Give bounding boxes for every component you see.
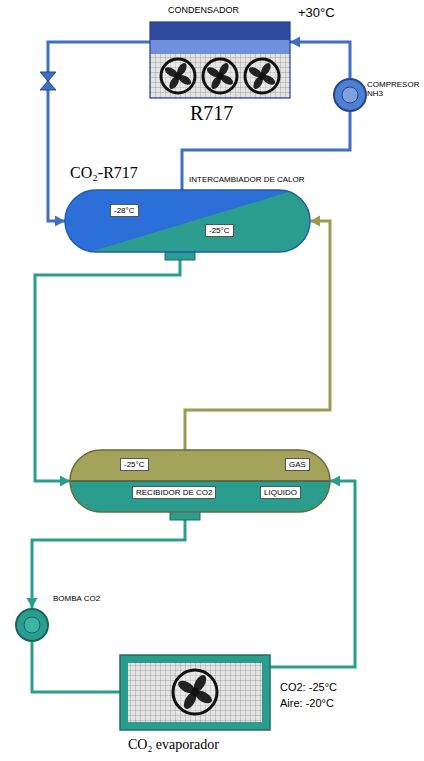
node-label: CONDENSADOR [168,5,239,15]
node-label: Aire: -20°C [280,697,334,710]
evaporator-box-shape-part [128,663,262,722]
heat-exchanger-shape-part [65,190,310,252]
arrow-head [290,37,300,48]
compressor-circle-shape [333,78,367,112]
evaporator-box-shape-part [191,688,200,697]
heat-exchanger-shape-part [65,190,310,252]
condenser-box-shape-part [175,73,182,80]
arrow-head [310,216,320,227]
temperature-tag: -25°C [120,458,149,471]
co2-receiver-shape-part [70,450,330,512]
condenser-box-shape-part [150,22,290,98]
heat-exchanger-shape [65,190,310,252]
heat-exchanger-shape-part-part [65,190,310,252]
condenser-box-shape-part [150,54,290,98]
pump-circle-shape [15,608,49,642]
condenser-box-shape-part [203,59,237,93]
temperature-label: +30°C [298,6,335,21]
condenser-box-shape-part [259,73,266,80]
compressor-circle-shape-part [334,79,366,111]
arrow-head [60,476,70,487]
co2-receiver-shape-part [70,450,330,512]
pipe-connector [32,512,185,608]
node-label: CO₂-R717 [70,164,138,182]
compressor-circle: COMPRESOR NH3 [333,78,367,112]
heat-exchanger: CO₂-R717INTERCAMBIADOR DE CALOR-28°C-25°… [65,190,310,252]
temperature-tag: -25°C [205,224,234,237]
arrow-head [27,598,38,608]
heat-exchanger-shape-part-part [65,190,295,252]
node-label: R717 [190,102,233,125]
node-label: CO2: -25°C [280,681,337,694]
pump-circle: BOMBA CO2 [15,608,49,642]
evaporator-box-shape [120,655,270,730]
evaporator-box-shape-part [173,670,217,714]
evaporator-box-shape-part [120,655,270,730]
compressor-circle-shape-part [342,87,358,103]
expansion-valve [40,72,56,81]
evaporator-box: CO2: -25°CAire: -20°CCO₂ evaporador [120,655,270,730]
condenser-box-shape-part [161,59,195,93]
arrow-head [55,216,65,227]
arrow-head [330,476,340,487]
co2-receiver-shape-part-part [70,450,330,481]
co2-receiver: -25°C GAS RECIBIDOR DE CO2 LIQUIDO [70,450,330,512]
temperature-tag: LIQUIDO [260,486,301,499]
pipe-connector [32,642,120,692]
condenser-box-shape-part [245,59,279,93]
node-label: CO₂ evaporador [128,737,219,753]
pump-circle-shape-part [24,617,40,633]
temperature-tag: RECIBIDOR DE CO2 [132,486,216,499]
pump-circle-shape-part [16,609,48,641]
expansion-valve [40,81,56,90]
co2-receiver-shape-part [70,480,330,482]
condenser-box: CONDENSADORR717 [150,22,290,98]
condenser-box-shape-part [217,73,224,80]
pipe-connector [185,221,330,450]
condenser-box-shape-part [150,54,290,98]
evaporator-box-shape-part [128,663,262,722]
node-label: INTERCAMBIADOR DE CALOR [189,175,305,184]
pipe-connector [290,42,350,78]
temperature-tag: -28°C [110,204,139,217]
condenser-box-shape [150,22,290,98]
node-label: BOMBA CO2 [53,594,100,603]
condenser-box-shape-part [150,40,290,54]
node-label: COMPRESOR NH3 [367,80,419,98]
co2-receiver-shape-part-part [70,481,330,512]
pipe-connector [35,252,180,481]
temperature-tag: GAS [285,458,310,471]
condenser-box-shape-part [150,22,290,40]
